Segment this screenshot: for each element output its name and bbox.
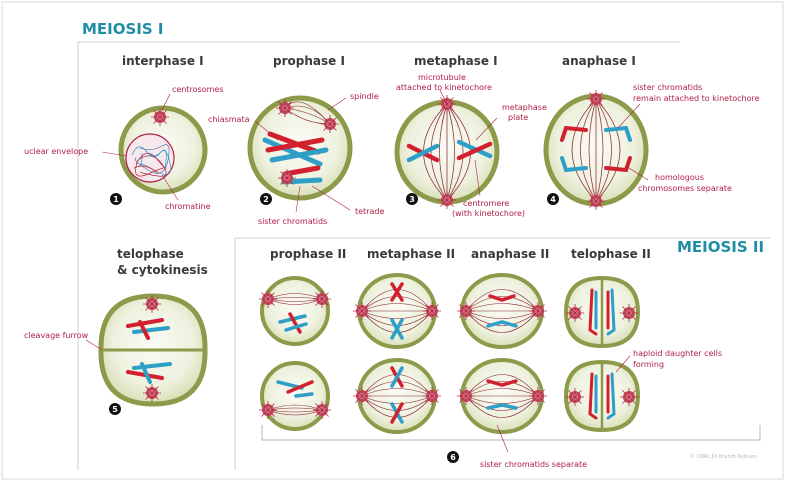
label-sister-attached-line2: remain attached to kinetochore — [633, 94, 760, 103]
centrosome-icon — [438, 191, 456, 209]
centrosome-icon — [566, 304, 584, 322]
step-badge-2: 2 — [260, 193, 272, 205]
label-metaphase-plate-line1: metaphase — [502, 103, 547, 112]
stage-interphase-1: interphase I — [122, 54, 204, 68]
centrosome-icon — [276, 99, 294, 117]
label-cleavage-furrow: cleavage furrow — [24, 331, 89, 340]
label-nuclear-envelope: uclear envelope — [24, 147, 88, 156]
label-microtubule-line2: attached to kinetochore — [396, 83, 492, 92]
svg-text:5: 5 — [112, 405, 118, 414]
centrosome-icon — [457, 302, 475, 320]
centrosome-icon — [313, 401, 331, 419]
label-haploid-line2: forming — [633, 360, 664, 369]
label-sister-separate: sister chromatids separate — [480, 460, 587, 469]
stage-metaphase-1: metaphase I — [414, 54, 498, 68]
stage-prophase-2: prophase II — [270, 247, 346, 261]
centrosome-icon — [353, 302, 371, 320]
centrosome-icon — [259, 290, 277, 308]
cell-telophase-2-bottom — [566, 356, 638, 430]
label-sister-chromatids: sister chromatids — [258, 217, 327, 226]
centrosome-icon — [321, 115, 339, 133]
svg-text:3: 3 — [409, 195, 415, 204]
stage-metaphase-2: metaphase II — [367, 247, 455, 261]
centrosome-icon — [587, 192, 605, 210]
stage-telophase-1-line2: & cytokinesis — [117, 263, 208, 277]
meiosis-1-title: MEIOSIS I — [82, 20, 164, 38]
label-microtubule-line1: microtubule — [418, 73, 466, 82]
stage-telophase-2: telophase II — [571, 247, 651, 261]
label-chiasmata: chiasmata — [208, 115, 250, 124]
label-homologous-line1: homologous — [655, 173, 704, 182]
centrosome-icon — [566, 388, 584, 406]
centrosome-icon — [529, 302, 547, 320]
centrosome-icon — [353, 387, 371, 405]
svg-text:2: 2 — [263, 195, 269, 204]
label-chromatine: chromatine — [165, 202, 211, 211]
centrosome-icon — [423, 387, 441, 405]
stage-anaphase-2: anaphase II — [471, 247, 549, 261]
label-tetrade: tetrade — [355, 207, 384, 216]
centrosome-icon — [143, 384, 161, 402]
label-centrosomes: centrosomes — [172, 85, 223, 94]
centrosome-icon — [529, 387, 547, 405]
label-homologous-line2: chromosomes separate — [638, 184, 732, 193]
label-haploid-line1: haploid daughter cells — [633, 349, 722, 358]
cell-prophase-2-bottom — [259, 363, 331, 429]
label-centromere-line2: (with kinetochore) — [452, 209, 525, 218]
centrosome-icon — [457, 387, 475, 405]
label-centromere-line1: centromere — [463, 199, 509, 208]
centrosome-icon — [423, 302, 441, 320]
step-badge-1: 1 — [110, 193, 122, 205]
meiosis-2-title: MEIOSIS II — [677, 238, 764, 256]
stage-telophase-1-line1: telophase — [117, 247, 184, 261]
centrosome-icon — [259, 401, 277, 419]
step-badge-5: 5 — [109, 403, 121, 415]
centrosome-icon — [620, 304, 638, 322]
centrosome-icon — [620, 388, 638, 406]
centrosome-icon — [278, 169, 296, 187]
label-sister-attached-line1: sister chromatids — [633, 83, 702, 92]
svg-text:6: 6 — [450, 453, 456, 462]
stage-prophase-1: prophase I — [273, 54, 345, 68]
credit-text: © CNRL Jill Brandt Robison — [690, 453, 757, 460]
stage-anaphase-1: anaphase I — [562, 54, 636, 68]
svg-text:1: 1 — [113, 195, 119, 204]
label-spindle: spindle — [350, 92, 379, 101]
label-metaphase-plate-line2: plate — [508, 113, 528, 122]
step-badge-6: 6 — [447, 451, 459, 463]
centrosome-icon — [143, 295, 161, 313]
cell-telophase-2-top — [566, 278, 638, 346]
centrosome-icon — [151, 108, 169, 126]
svg-text:4: 4 — [550, 195, 556, 204]
centrosome-icon — [587, 90, 605, 108]
cell-prophase-2-top — [259, 278, 331, 344]
step-badge-3: 3 — [406, 193, 418, 205]
centrosome-icon — [313, 290, 331, 308]
step-badge-4: 4 — [547, 193, 559, 205]
